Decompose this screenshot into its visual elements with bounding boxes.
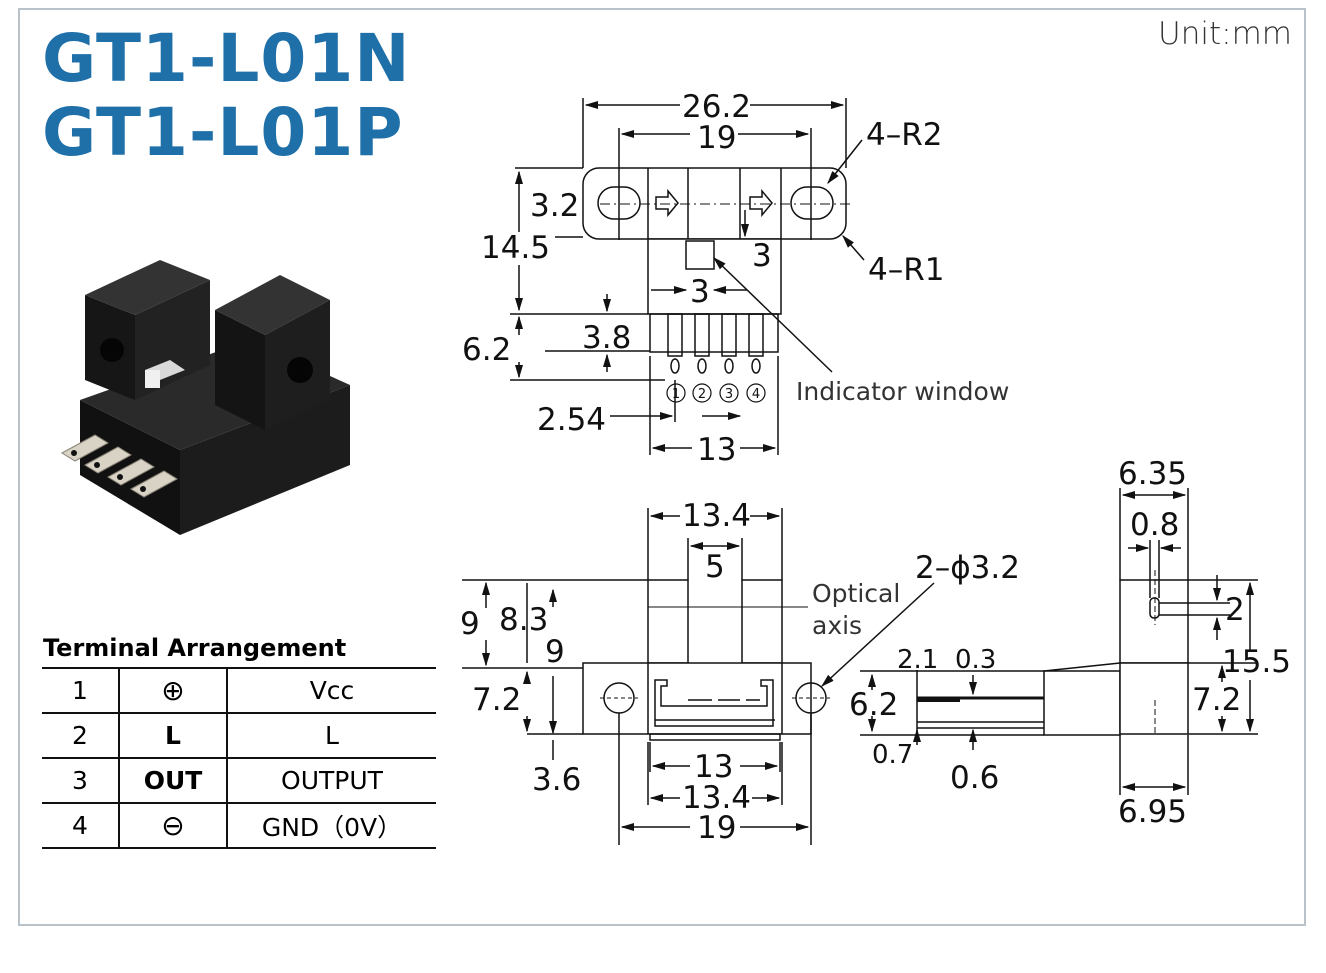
terminal-table: 1 ⊕ Vcc 2 L L 3 OUT OUTPUT 4 ⊖ GND（0V） xyxy=(42,667,436,849)
pin-label: 2 xyxy=(698,387,706,402)
pin-symbol: OUT xyxy=(118,757,227,804)
dim-label: 8.3 xyxy=(499,602,548,638)
side-view-dimensions: 6.35 0.8 2 15.5 7.2 6.95 2.1 0.3 6.2 0.7… xyxy=(849,456,1291,830)
dim-label: 6.95 xyxy=(1118,794,1187,830)
pin-symbol: ⊕ xyxy=(118,667,227,714)
dim-label: 19 xyxy=(697,810,736,846)
pin-symbol: L xyxy=(118,712,227,759)
dim-label: 7.2 xyxy=(472,682,521,718)
table-row: 4 ⊖ GND（0V） xyxy=(42,802,436,849)
dim-label: 15.5 xyxy=(1222,644,1291,680)
dim-label: 4–R1 xyxy=(868,252,945,288)
dim-label: 0.8 xyxy=(1130,507,1179,543)
side-view xyxy=(860,488,1258,795)
dim-label: 3.2 xyxy=(530,188,579,224)
dim-label: 3 xyxy=(752,238,772,274)
model-title-n: GT1-L01N xyxy=(42,20,411,97)
pin-function: OUTPUT xyxy=(226,757,436,804)
dim-label: 6.2 xyxy=(849,687,898,723)
dim-label: 13 xyxy=(697,432,736,468)
table-row: 3 OUT OUTPUT xyxy=(42,757,436,804)
top-view-pin-numbers: 1 2 3 4 xyxy=(666,383,766,403)
dim-label: 2.54 xyxy=(537,402,606,438)
top-view-dimensions: 26.2 19 4–R2 3.2 14.5 3 4–R1 3 6.2 3.8 I… xyxy=(462,89,1009,468)
dim-label: 3.6 xyxy=(532,762,581,798)
terminal-arrangement-title: Terminal Arrangement xyxy=(43,634,347,662)
pin-function: L xyxy=(226,712,436,759)
dim-label: 4–R2 xyxy=(866,117,943,153)
optical-axis-label: Optical xyxy=(812,579,900,608)
pin-number: 3 xyxy=(42,757,119,804)
pin-number: 2 xyxy=(42,712,119,759)
dim-label: 14.5 xyxy=(481,230,550,266)
sensor-photo xyxy=(61,260,350,535)
dim-label: 3 xyxy=(690,274,710,310)
dim-label: 19 xyxy=(697,120,736,156)
dim-label: 13 xyxy=(694,749,733,785)
dim-label: 9 xyxy=(545,634,565,670)
dim-label: 0.7 xyxy=(872,740,913,770)
table-row: 2 L L xyxy=(42,712,436,759)
dim-label: 2 xyxy=(1225,592,1245,628)
pin-symbol: ⊖ xyxy=(118,802,227,849)
dim-label: 0.3 xyxy=(955,645,996,675)
table-row: 1 ⊕ Vcc xyxy=(42,667,436,714)
top-view xyxy=(510,98,865,455)
pin-label: 1 xyxy=(672,387,680,402)
dim-label: 13.4 xyxy=(682,780,751,816)
dim-label: 9 xyxy=(460,606,480,642)
pin-label: 4 xyxy=(752,387,760,402)
dim-label: 2.1 xyxy=(897,645,938,675)
dim-label: 0.6 xyxy=(950,760,999,796)
pin-number: 4 xyxy=(42,802,119,849)
pin-label: 3 xyxy=(725,387,733,402)
dim-label: 2–ϕ3.2 xyxy=(915,550,1020,586)
unit-label: Unit:mm xyxy=(1158,16,1292,52)
pin-function: Vcc xyxy=(226,667,436,714)
model-title-p: GT1-L01P xyxy=(42,94,404,171)
dim-label: 7.2 xyxy=(1192,682,1241,718)
pin-number: 1 xyxy=(42,667,119,714)
dim-label: 5 xyxy=(705,549,725,585)
front-view xyxy=(462,508,935,845)
pin-function: GND（0V） xyxy=(226,802,436,849)
dim-label: 3.8 xyxy=(582,320,631,356)
front-view-dimensions: 13.4 5 2–ϕ3.2 Optical axis 9 8.3 9 7.2 3… xyxy=(460,498,1020,846)
optical-axis-label: axis xyxy=(812,611,862,640)
indicator-window-label: Indicator window xyxy=(796,377,1009,406)
dim-label: 26.2 xyxy=(682,89,751,125)
dim-label: 13.4 xyxy=(682,498,751,534)
dim-label: 6.2 xyxy=(462,332,511,368)
drawing-frame xyxy=(18,8,1306,926)
dim-label: 6.35 xyxy=(1118,456,1187,492)
